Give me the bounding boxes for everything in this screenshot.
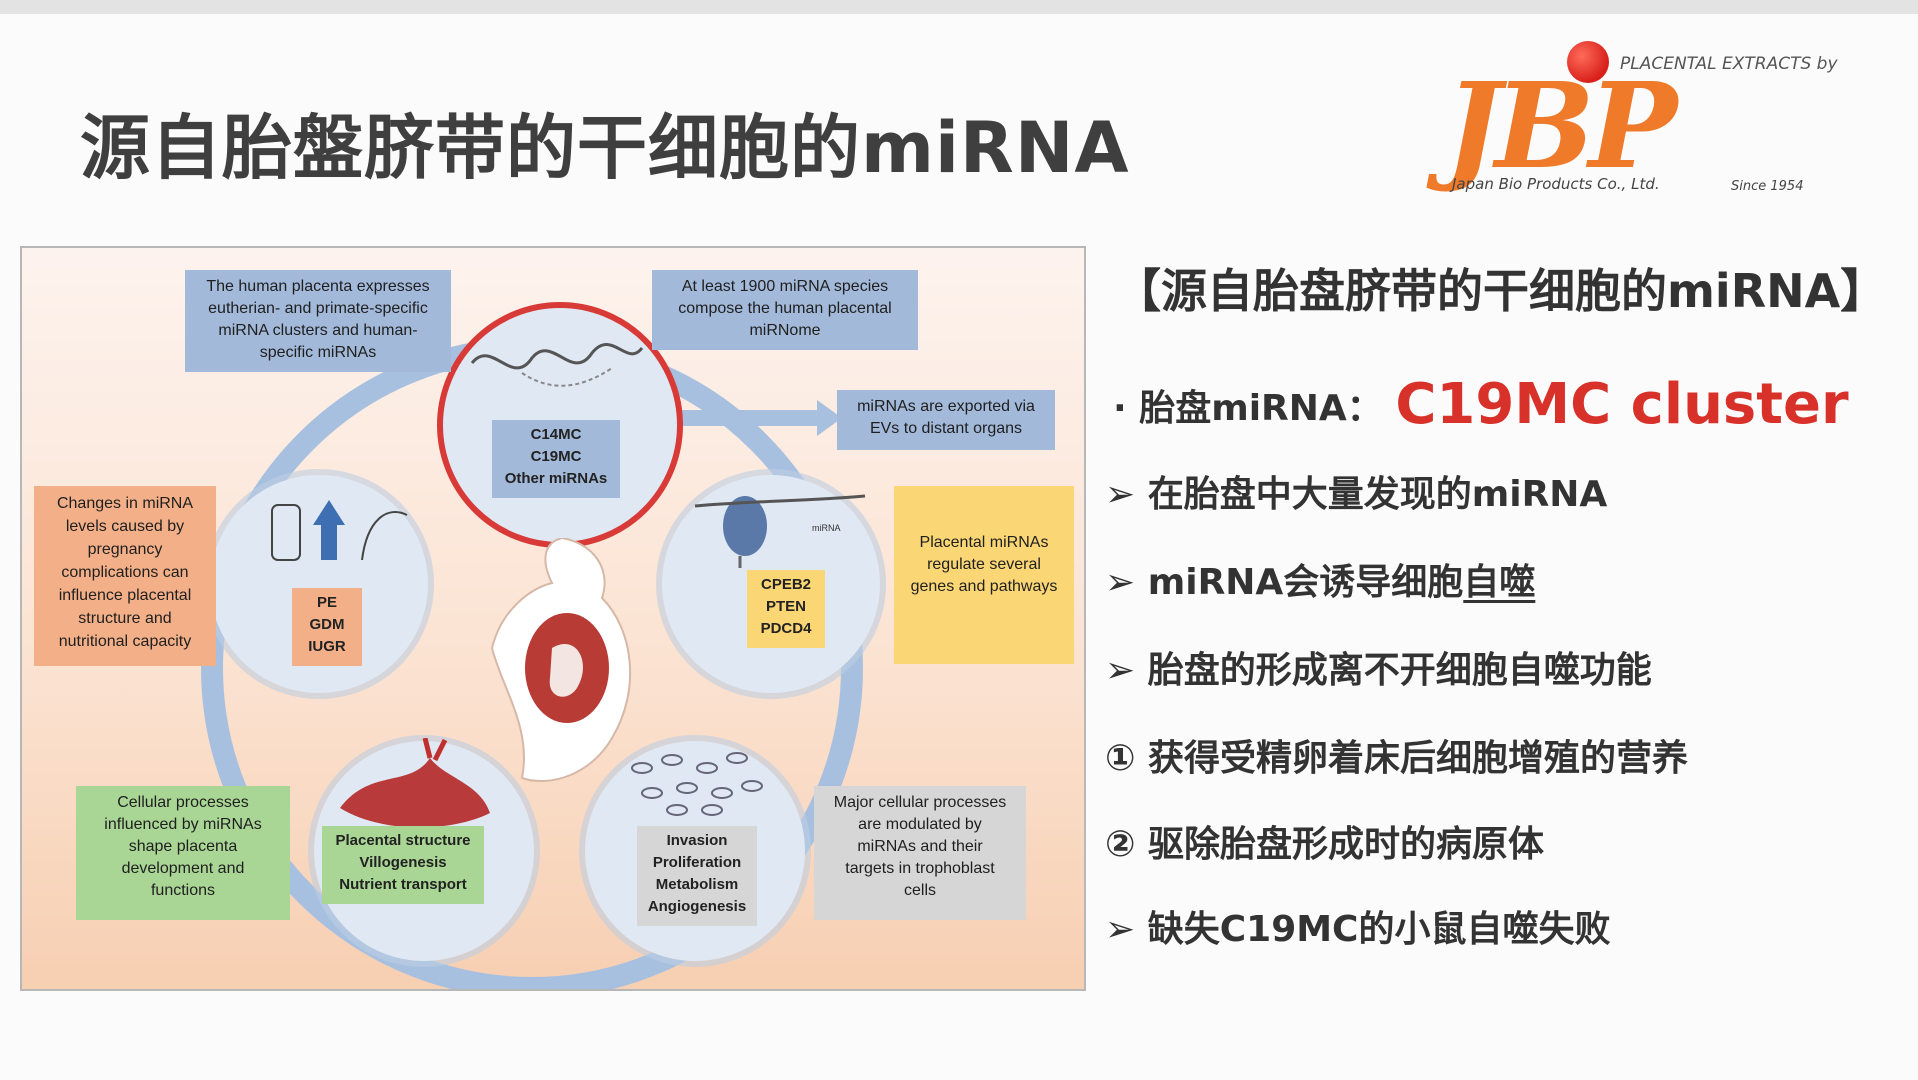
box-major-processes: Major cellular processes are modulated b…: [814, 786, 1026, 920]
ribosome-icon: miRNA: [694, 494, 866, 568]
bullet-arrow-icon: ➢: [1105, 650, 1136, 691]
c19mc-highlight: C19MC cluster: [1395, 372, 1849, 437]
top-bar: [0, 0, 1918, 14]
c19mc-line: · 胎盘miRNA： C19MC cluster: [1113, 372, 1849, 437]
logo-company: Japan Bio Products Co., Ltd.: [1452, 175, 1660, 193]
box-regulate-genes: Placental miRNAs regulate several genes …: [894, 486, 1074, 664]
pregnancy-fetus-icon: [490, 538, 632, 783]
number-marker: ①: [1105, 738, 1136, 779]
mirna-tag: miRNA: [812, 523, 841, 533]
numbered-item-2: ② 驱除胎盘形成时的病原体: [1105, 815, 1544, 867]
jbp-logo: PLACENTAL EXTRACTS by JBP Japan Bio Prod…: [1445, 39, 1845, 209]
center-label: C14MC C19MC Other miRNAs: [492, 420, 620, 498]
box-placenta-expresses: The human placenta expresses eutherian- …: [185, 270, 451, 372]
placenta-tissue-icon: [340, 738, 490, 828]
numbered-text: 获得受精卵着床后细胞增殖的营养: [1148, 738, 1689, 779]
right-subtitle: 【源自胎盘脐带的干细胞的miRNA】: [1115, 264, 1887, 318]
number-marker: ②: [1105, 824, 1136, 865]
logo-tagline: PLACENTAL EXTRACTS by: [1620, 54, 1838, 74]
slide-title: 源自胎盤脐带的干细胞的miRNA: [80, 107, 1130, 189]
bullet-text: 缺失C19MC的小鼠自噬失败: [1147, 909, 1611, 950]
bullet-item-1: ➢ 在胎盘中大量发现的miRNA: [1105, 465, 1607, 517]
c19mc-prefix: · 胎盘miRNA：: [1113, 388, 1383, 429]
bullet-item-4: ➢ 缺失C19MC的小鼠自噬失败: [1105, 900, 1610, 952]
placenta-mirna-diagram: C14MC C19MC Other miRNAs PE GDM IUGR CPE…: [20, 246, 1086, 991]
box-ev-export: miRNAs are exported via EVs to distant o…: [837, 390, 1055, 450]
numbered-item-1: ① 获得受精卵着床后细胞增殖的营养: [1105, 729, 1688, 781]
bottom-right-circle-label: Invasion Proliferation Metabolism Angiog…: [637, 826, 757, 926]
logo-red-dot: [1567, 41, 1609, 83]
logo-since: Since 1954: [1731, 179, 1804, 194]
cells-icon: [631, 752, 763, 816]
bullet-item-2: ➢ miRNA会诱导细胞自噬: [1105, 553, 1535, 605]
bullet-text: 胎盘的形成离不开细胞自噬功能: [1147, 650, 1652, 691]
bullet-text: 在胎盘中大量发现的miRNA: [1147, 474, 1608, 515]
left-circle-label: PE GDM IUGR: [292, 588, 362, 666]
bullet-arrow-icon: ➢: [1105, 474, 1136, 515]
bullet-item-3: ➢ 胎盘的形成离不开细胞自噬功能: [1105, 641, 1652, 693]
arrow-up-icon: [271, 500, 408, 561]
bullet-arrow-icon: ➢: [1105, 562, 1136, 603]
box-cellular-processes: Cellular processes influenced by miRNAs …: [76, 786, 290, 920]
logo-mark: JBP: [1445, 56, 1677, 195]
bottom-left-circle-label: Placental structure Villogenesis Nutrien…: [322, 826, 484, 904]
numbered-text: 驱除胎盘形成时的病原体: [1148, 824, 1545, 865]
bullet-text-underlined: 自噬: [1463, 562, 1536, 603]
bullet-arrow-icon: ➢: [1105, 909, 1136, 950]
box-mirnome: At least 1900 miRNA species compose the …: [652, 270, 918, 350]
bullet-text: miRNA会诱导细胞: [1147, 562, 1464, 603]
mirna-hairpin-icon: [470, 343, 644, 387]
right-circle-label: CPEB2 PTEN PDCD4: [747, 570, 825, 648]
box-pregnancy-complications: Changes in miRNA levels caused by pregna…: [34, 486, 216, 666]
